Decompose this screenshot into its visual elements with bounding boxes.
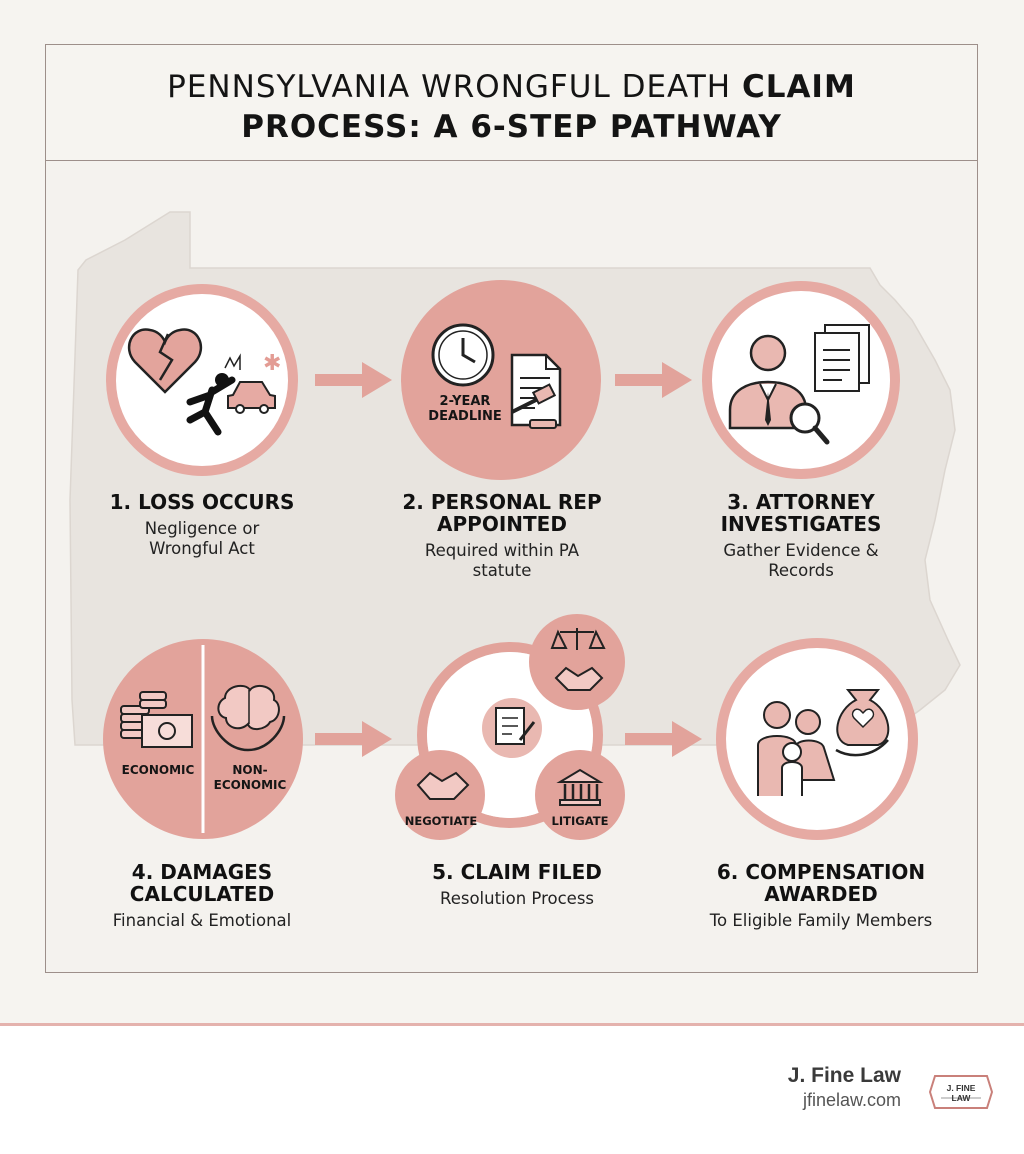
- footer-divider: [0, 1023, 1024, 1026]
- step-5-diagram: [395, 614, 625, 840]
- step-2-subtitle-line-2: statute: [472, 561, 532, 580]
- arrow-5-6: [625, 721, 702, 757]
- title-bold: CLAIM: [741, 69, 856, 105]
- step-4-subtitle: Financial & Emotional: [112, 911, 292, 930]
- deadline-badge-line-2: DEADLINE: [428, 409, 502, 424]
- document-pen-icon: [495, 707, 536, 745]
- step-6-caption: 6. COMPENSATION AWARDED To Eligible Fami…: [671, 861, 971, 931]
- step-1-subtitle-line-1: Negligence or: [144, 519, 260, 538]
- car-crash-icon: ✱: [224, 351, 281, 414]
- arrow-2-3: [615, 362, 692, 398]
- clock-icon: [431, 323, 495, 387]
- money-bag-heart-icon: [835, 689, 890, 757]
- litigate-label: LITIGATE: [551, 814, 609, 828]
- step-2-caption: 2. PERSONAL REP APPOINTED Required withi…: [352, 491, 652, 581]
- step-3-subtitle-line-2: Records: [768, 561, 834, 580]
- arrow-1-2: [315, 362, 392, 398]
- step-3-circle: [702, 281, 900, 479]
- noneconomic-label: NON- ECONOMIC: [210, 763, 290, 793]
- brand-name: J. Fine Law: [787, 1064, 901, 1087]
- step-5-caption: 5. CLAIM FILED Resolution Process: [367, 861, 667, 909]
- step-2-title-line-2: APPOINTED: [437, 512, 567, 536]
- brand-logo: [929, 1075, 993, 1109]
- step-1-caption: 1. LOSS OCCURS Negligence or Wrongful Ac…: [52, 491, 352, 559]
- gavel-icon: [511, 383, 557, 429]
- step-1-circle: ✱: [106, 284, 298, 476]
- step-2-title: 2. PERSONAL REP APPOINTED: [352, 491, 652, 535]
- step-2-subtitle-line-1: Required within PA: [424, 541, 580, 560]
- step-6-title: 6. COMPENSATION AWARDED: [671, 861, 971, 905]
- step-2-subtitle: Required within PA statute: [352, 541, 652, 581]
- step-6-title-line-2: AWARDED: [764, 882, 878, 906]
- title-box: PENNSYLVANIA WRONGFUL DEATH CLAIM PROCES…: [46, 45, 977, 161]
- step-4-title: 4. DAMAGES CALCULATED: [52, 861, 352, 905]
- step-3-title-line-2: INVESTIGATES: [720, 512, 882, 536]
- family-icon: [757, 701, 836, 796]
- falling-person-icon: [186, 373, 236, 436]
- documents-icon: [814, 324, 870, 392]
- svg-text:✱: ✱: [263, 351, 281, 376]
- magnifier-icon: [789, 402, 830, 445]
- scales-handshake-icon: [550, 628, 606, 691]
- noneconomic-line-1: NON-: [232, 763, 268, 777]
- step-4-title-line-2: CALCULATED: [129, 882, 275, 906]
- footer: [0, 1026, 1024, 1154]
- page-title-line-1: PENNSYLVANIA WRONGFUL DEATH CLAIM: [46, 67, 977, 107]
- logo-text: J. FINE LAW: [946, 1083, 976, 1103]
- negotiate-label: NEGOTIATE: [404, 814, 478, 828]
- step-3-subtitle-line-1: Gather Evidence &: [723, 541, 879, 560]
- attorney-icon: [728, 334, 808, 430]
- courthouse-icon: [556, 768, 604, 806]
- step-6-circle: [716, 638, 918, 840]
- step-4-caption: 4. DAMAGES CALCULATED Financial & Emotio…: [52, 861, 352, 931]
- page-title-line-2: PROCESS: A 6-STEP PATHWAY: [241, 109, 782, 145]
- step-3-caption: 3. ATTORNEY INVESTIGATES Gather Evidence…: [651, 491, 951, 581]
- step-1-subtitle: Negligence or Wrongful Act: [52, 519, 352, 559]
- step-2-circle: [401, 280, 601, 480]
- deadline-badge: 2-YEAR DEADLINE: [420, 394, 510, 424]
- step-3-subtitle: Gather Evidence & Records: [651, 541, 951, 581]
- step-5-subtitle: Resolution Process: [439, 889, 595, 908]
- noneconomic-line-2: ECONOMIC: [213, 778, 287, 792]
- step-4-title-line-1: 4. DAMAGES: [131, 860, 273, 884]
- economic-label: ECONOMIC: [121, 763, 195, 777]
- handshake-icon: [416, 771, 470, 800]
- arrow-4-5: [315, 721, 392, 757]
- step-6-title-line-1: 6. COMPENSATION: [716, 860, 926, 884]
- broken-heart-icon: [128, 328, 202, 394]
- step-2-title-line-1: 2. PERSONAL REP: [402, 490, 602, 514]
- step-3-title: 3. ATTORNEY INVESTIGATES: [651, 491, 951, 535]
- step-3-title-line-1: 3. ATTORNEY: [727, 490, 875, 514]
- brain-hands-icon: [210, 684, 286, 752]
- step-6-subtitle: To Eligible Family Members: [709, 911, 933, 930]
- brand-url-link[interactable]: jfinelaw.com: [802, 1090, 901, 1110]
- step-1-title: 1. LOSS OCCURS: [109, 490, 295, 514]
- title-regular: PENNSYLVANIA WRONGFUL DEATH: [167, 69, 732, 105]
- money-icon: [120, 691, 193, 748]
- step-4-circle: [103, 639, 303, 839]
- deadline-badge-line-1: 2-YEAR: [439, 394, 491, 409]
- step-5-title: 5. CLAIM FILED: [432, 860, 602, 884]
- step-1-subtitle-line-2: Wrongful Act: [149, 539, 255, 558]
